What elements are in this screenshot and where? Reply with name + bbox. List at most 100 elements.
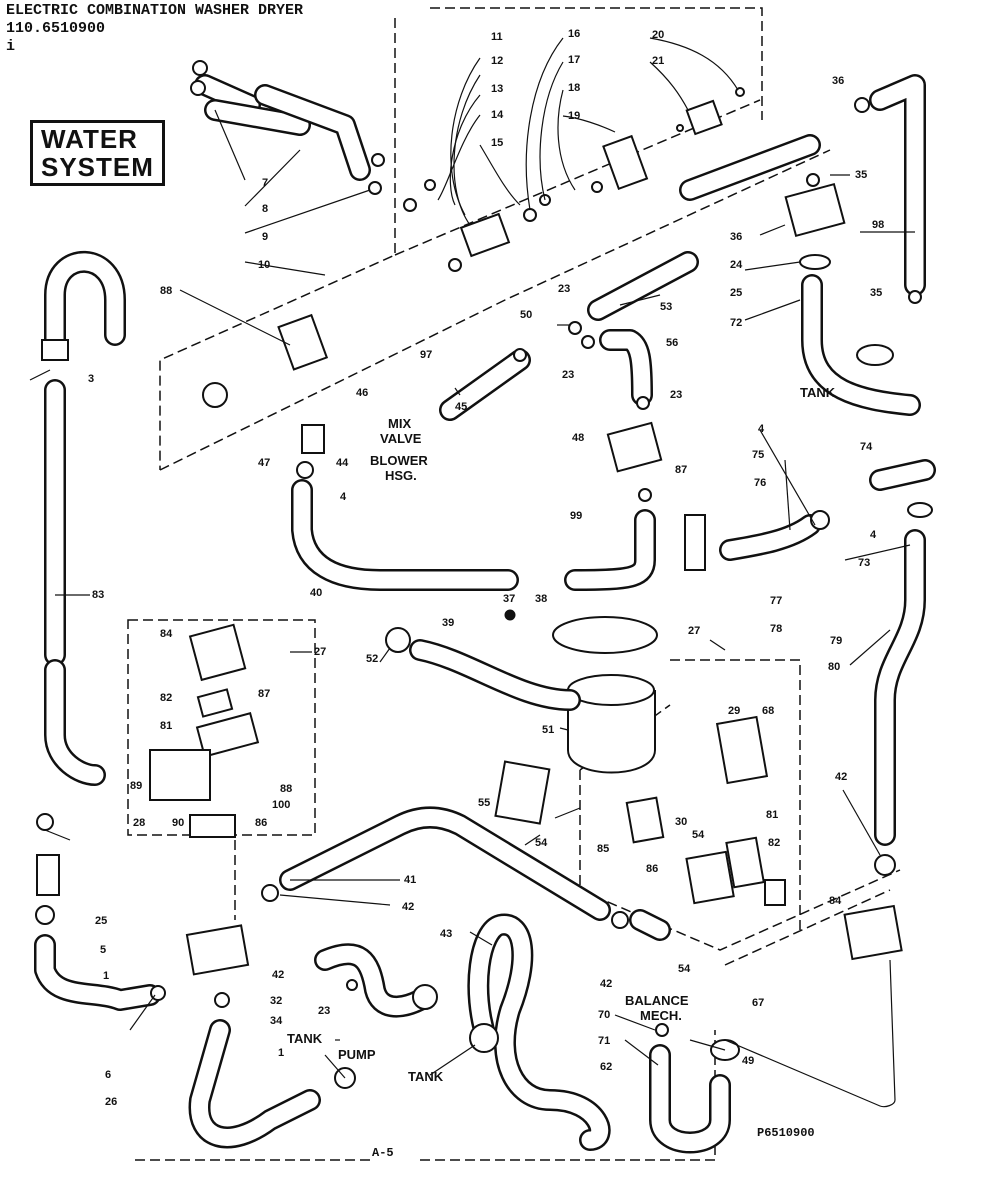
panel-assembly-right bbox=[494, 715, 903, 961]
part-number: 42 bbox=[402, 901, 414, 913]
part-number: 90 bbox=[172, 817, 184, 829]
part-number: 55 bbox=[478, 797, 490, 809]
section-title-box: WATER SYSTEM bbox=[30, 120, 165, 186]
part-number: 26 bbox=[105, 1096, 117, 1108]
part-numbers: 11 12 13 14 15 16 17 18 19 20 21 7 8 9 1… bbox=[88, 28, 884, 1108]
part-number: 98 bbox=[872, 219, 884, 231]
part-number: 85 bbox=[597, 843, 609, 855]
part-number: 30 bbox=[675, 816, 687, 828]
part-number: 40 bbox=[310, 587, 322, 599]
part-number: 24 bbox=[730, 259, 743, 271]
part-number: 84 bbox=[160, 628, 173, 640]
part-number: 87 bbox=[675, 464, 687, 476]
part-number: 78 bbox=[770, 623, 782, 635]
tank-51 bbox=[385, 609, 658, 774]
part-number: 42 bbox=[272, 969, 284, 981]
part-number: 86 bbox=[255, 817, 267, 829]
part-number: 35 bbox=[855, 169, 867, 181]
balance-mechanism bbox=[649, 959, 896, 1154]
part-number: 47 bbox=[258, 457, 270, 469]
tank-label: TANK bbox=[408, 1069, 444, 1084]
part-number: 83 bbox=[92, 589, 104, 601]
part-number: 84 bbox=[829, 895, 842, 907]
part-number: 42 bbox=[600, 978, 612, 990]
part-number: 9 bbox=[262, 231, 268, 243]
part-number: 53 bbox=[660, 301, 672, 313]
part-number: 97 bbox=[420, 349, 432, 361]
part-number: 67 bbox=[752, 997, 764, 1009]
part-number: 62 bbox=[600, 1061, 612, 1073]
part-number: 21 bbox=[652, 55, 664, 67]
part-number: 38 bbox=[535, 593, 547, 605]
header-mark: i bbox=[6, 38, 16, 55]
header-model-number: 110.6510900 bbox=[6, 20, 106, 37]
part-number: 25 bbox=[730, 287, 742, 299]
part-number: 3 bbox=[88, 373, 94, 385]
part-number: 54 bbox=[692, 829, 705, 841]
part-number: 54 bbox=[678, 963, 691, 975]
dashed-boundaries bbox=[127, 7, 901, 1161]
part-number: 8 bbox=[262, 203, 268, 215]
right-hose-73 bbox=[684, 459, 936, 876]
part-number: 1 bbox=[278, 1047, 284, 1059]
header-title: ELECTRIC COMBINATION WASHER DRYER bbox=[6, 2, 304, 19]
part-number: 15 bbox=[491, 137, 503, 149]
part-number: 23 bbox=[318, 1005, 330, 1017]
diagram-header: ELECTRIC COMBINATION WASHER DRYER 110.65… bbox=[6, 2, 303, 56]
part-number: 14 bbox=[491, 109, 504, 121]
part-number: 27 bbox=[688, 625, 700, 637]
part-number: 100 bbox=[272, 799, 290, 811]
mix-label: MIX bbox=[388, 416, 411, 431]
part-number: 56 bbox=[666, 337, 678, 349]
tank-label: TANK bbox=[287, 1031, 323, 1046]
part-number: 51 bbox=[542, 724, 554, 736]
right-vertical-pipe bbox=[784, 74, 926, 416]
part-number: 49 bbox=[742, 1055, 754, 1067]
part-number: 29 bbox=[728, 705, 740, 717]
part-number: 88 bbox=[160, 285, 172, 297]
part-number: 71 bbox=[598, 1035, 610, 1047]
part-number: 70 bbox=[598, 1009, 610, 1021]
part-number: 74 bbox=[860, 441, 873, 453]
part-number: 77 bbox=[770, 595, 782, 607]
part-number: 13 bbox=[491, 83, 503, 95]
part-number: 32 bbox=[270, 995, 282, 1007]
part-number: 4 bbox=[758, 423, 765, 435]
part-number: 23 bbox=[670, 389, 682, 401]
part-number: 76 bbox=[754, 477, 766, 489]
part-number: 45 bbox=[455, 401, 467, 413]
part-number: 25 bbox=[95, 915, 107, 927]
bottom-left-hoses bbox=[34, 813, 438, 1149]
part-number: 35 bbox=[870, 287, 882, 299]
part-number: 73 bbox=[858, 557, 870, 569]
part-number: 37 bbox=[503, 593, 515, 605]
part-number: 42 bbox=[835, 771, 847, 783]
part-number: 48 bbox=[572, 432, 584, 444]
part-number: 82 bbox=[160, 692, 172, 704]
part-number: 41 bbox=[404, 874, 416, 886]
left-long-hose bbox=[41, 250, 126, 786]
pump-label: PUMP bbox=[338, 1047, 376, 1062]
blower-label: BLOWER bbox=[370, 453, 428, 468]
section-title-line1: WATER bbox=[41, 124, 138, 154]
part-number: 17 bbox=[568, 54, 580, 66]
part-number: 88 bbox=[280, 783, 292, 795]
part-number: 39 bbox=[442, 617, 454, 629]
part-number: 27 bbox=[314, 646, 326, 658]
part-number: 75 bbox=[752, 449, 764, 461]
part-number: 80 bbox=[828, 661, 840, 673]
part-number: 12 bbox=[491, 55, 503, 67]
part-number: 36 bbox=[832, 75, 844, 87]
part-number: 28 bbox=[133, 817, 145, 829]
part-number: 81 bbox=[160, 720, 172, 732]
lower-hoses bbox=[261, 806, 671, 1151]
part-number: 23 bbox=[558, 283, 570, 295]
part-number: 10 bbox=[258, 259, 270, 271]
part-number: 23 bbox=[562, 369, 574, 381]
middle-hoses bbox=[439, 251, 699, 591]
balance-label: BALANCE bbox=[625, 993, 689, 1008]
part-number: 54 bbox=[535, 837, 548, 849]
water-valve-assembly bbox=[403, 37, 821, 272]
page-number: A-5 bbox=[372, 1146, 394, 1160]
